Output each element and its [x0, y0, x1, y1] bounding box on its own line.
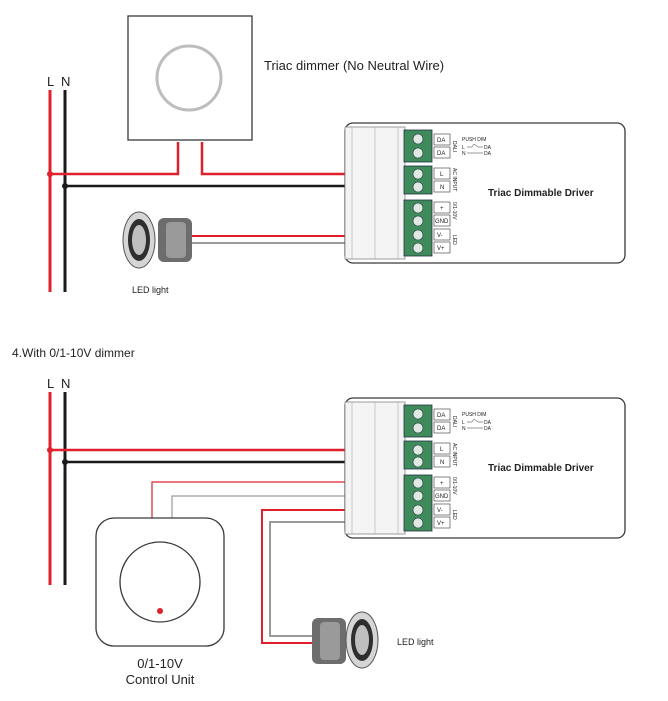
signal-plus-wire [151, 481, 412, 518]
led-light-label-b: LED light [397, 637, 434, 647]
live-junction-dot-b [47, 447, 53, 453]
push-dim-n: N [462, 151, 466, 157]
pin-ac-n-b: N [440, 460, 444, 466]
push-dim-l-b: L [462, 420, 465, 426]
rail-n-label-b: N [61, 376, 70, 391]
pin-ac-l-b: L [440, 447, 444, 453]
push-dim-label: PUSH DIM [462, 137, 486, 143]
neutral-junction-dot-b [62, 459, 68, 465]
driver-title: Triac Dimmable Driver [488, 188, 594, 199]
pin-led-minus-b: V- [437, 508, 443, 514]
pin-010-gnd: GND [435, 219, 449, 225]
pin-dali-2: DA [437, 151, 445, 157]
ac-group-label: AC INPUT [451, 168, 457, 191]
driver-a: DA DA L N + GND V- V+ DALI AC INPUT 0/1-… [344, 122, 626, 264]
push-dim-da2-b: DA [484, 426, 492, 432]
diagram-a: L N Triac dimmer (No Neutral Wire) LED l… [47, 15, 626, 295]
push-dim-da1: DA [484, 145, 492, 151]
pin-010-gnd-b: GND [435, 494, 449, 500]
driver-title-b: Triac Dimmable Driver [488, 463, 594, 474]
pin-ac-n: N [440, 185, 444, 191]
rail-l-label-b: L [47, 376, 54, 391]
led-light-label: LED light [132, 285, 169, 295]
pin-led-plus-b: V+ [437, 521, 445, 527]
live-junction-dot [47, 171, 53, 177]
pin-dali-2-b: DA [437, 426, 445, 432]
led-negative-wire-b [269, 521, 412, 637]
pin-dali-1-b: DA [437, 413, 445, 419]
dimmer-to-driver-live-wire [200, 142, 412, 176]
triac-dimmer-knob [155, 44, 223, 112]
live-to-dimmer-wire [50, 142, 180, 176]
section-title: 4.With 0/1-10V dimmer [12, 346, 135, 360]
pin-010-plus-b: + [440, 481, 444, 487]
dali-group-label-b: DALI [451, 416, 457, 427]
signal-gnd-wire [171, 495, 412, 518]
push-dim-label-b: PUSH DIM [462, 412, 486, 418]
diagram-b: 4.With 0/1-10V dimmer L N 0/1-10V Contro… [12, 346, 626, 687]
led-light-icon [122, 211, 192, 269]
push-dim-l: L [462, 145, 465, 151]
rail-l-label: L [47, 74, 54, 89]
neutral-junction-dot [62, 183, 68, 189]
driver-b: DA DA L N + GND V- V+ DALI AC INPUT 0/1-… [344, 397, 626, 539]
rail-n-label: N [61, 74, 70, 89]
control-unit-knob [119, 541, 201, 623]
triac-dimmer-label: Triac dimmer (No Neutral Wire) [264, 58, 444, 73]
v010-group-label: 0/1-10V [451, 202, 457, 220]
push-dim-da2: DA [484, 151, 492, 157]
led-positive-wire-b [261, 509, 412, 644]
push-dim-da1-b: DA [484, 420, 492, 426]
led-group-label-b: LED [451, 510, 457, 520]
pin-dali-1: DA [437, 138, 445, 144]
pin-ac-l: L [440, 172, 444, 178]
pin-led-plus: V+ [437, 246, 445, 252]
push-dim-n-b: N [462, 426, 466, 432]
control-unit-indicator [157, 608, 163, 614]
ac-group-label-b: AC INPUT [451, 443, 457, 466]
control-unit-label-line2: Control Unit [126, 672, 195, 687]
dali-group-label: DALI [451, 141, 457, 152]
v010-group-label-b: 0/1-10V [451, 477, 457, 495]
pin-010-plus: + [440, 206, 444, 212]
led-light-icon-b [312, 611, 379, 669]
led-group-label: LED [451, 235, 457, 245]
pin-led-minus: V- [437, 233, 443, 239]
control-unit-label-line1: 0/1-10V [137, 656, 183, 671]
